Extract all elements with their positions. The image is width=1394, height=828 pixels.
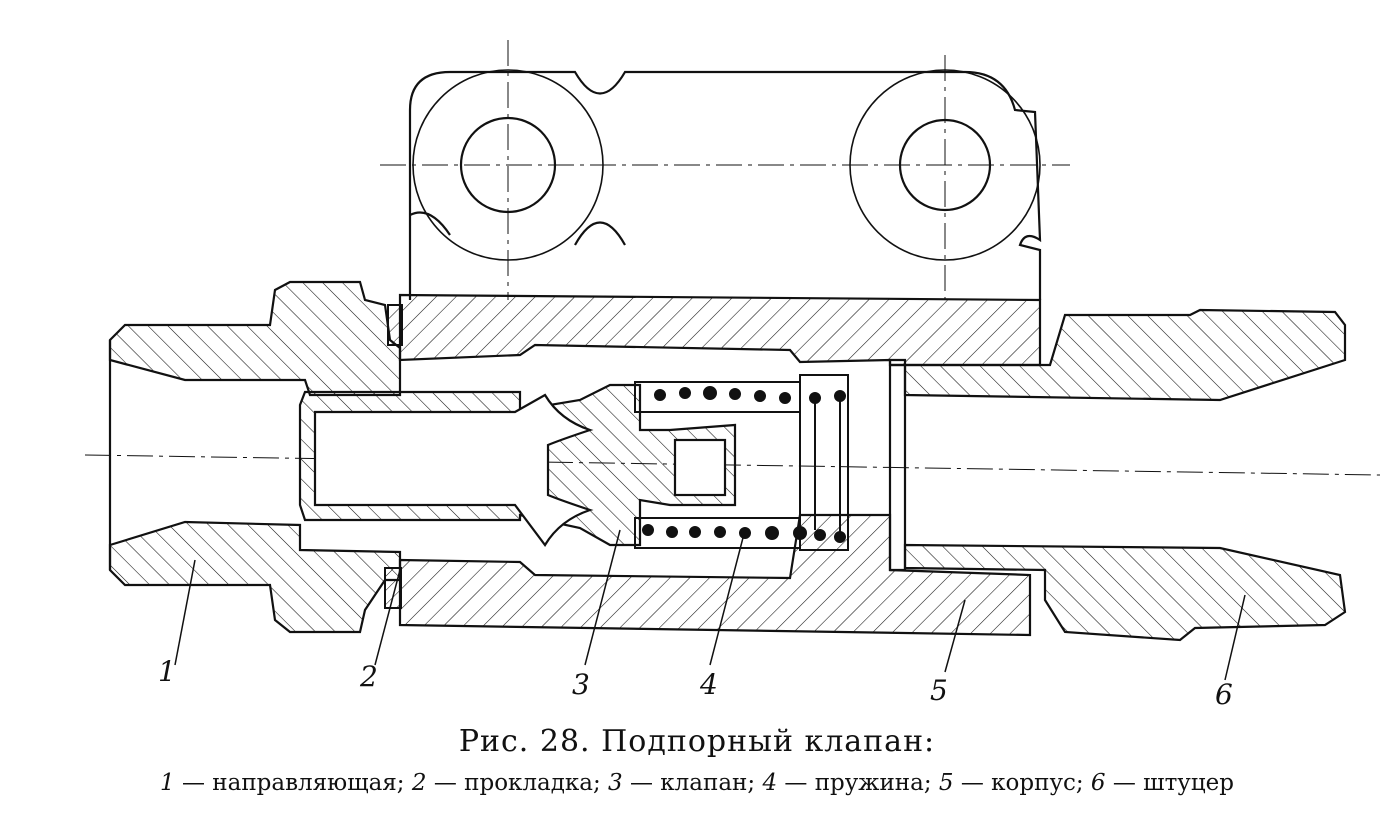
legend-item-4: 4 — пружина; xyxy=(762,770,932,796)
part-label-1: 1 xyxy=(158,655,176,688)
part-label-6: 6 xyxy=(1215,678,1233,711)
figure-legend: 1 — направляющая; 2 — прокладка; 3 — кла… xyxy=(0,770,1394,796)
spring xyxy=(634,374,849,551)
legend-item-2: 2 — прокладка; xyxy=(411,770,601,796)
valve-poppet xyxy=(298,383,737,547)
valve-body xyxy=(398,293,1042,637)
leader-lines xyxy=(174,529,1246,681)
part-label-3: 3 xyxy=(572,668,590,701)
part-label-5: 5 xyxy=(930,674,948,707)
fitting-part xyxy=(888,308,1347,642)
part-label-4: 4 xyxy=(700,668,718,701)
gasket xyxy=(384,304,403,609)
legend-item-5: 5 — корпус; xyxy=(938,770,1084,796)
center-lines xyxy=(84,40,1381,476)
figure-caption-title: Рис. 28. Подпорный клапан: xyxy=(458,724,936,759)
part-label-2: 2 xyxy=(360,660,378,693)
legend-item-6: 6 — штуцер xyxy=(1090,770,1234,796)
legend-item-3: 3 — клапан; xyxy=(608,770,756,796)
legend-item-1: 1 — направляющая; xyxy=(160,770,405,796)
